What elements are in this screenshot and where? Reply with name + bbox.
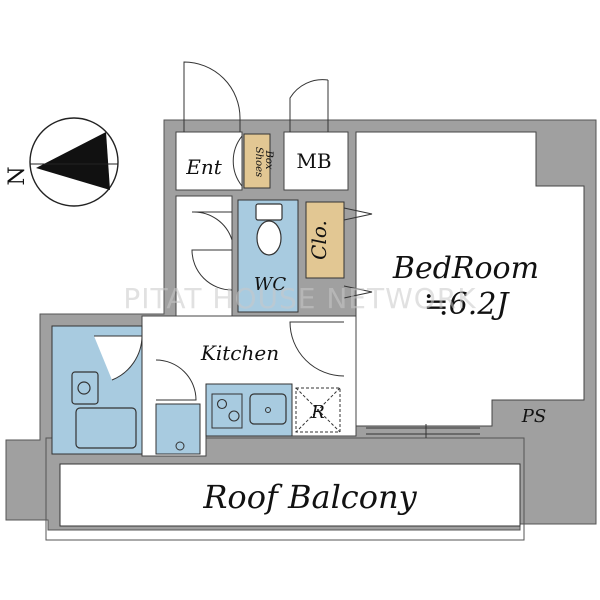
room-labels: Ent Shoes Box MB WC Clo. BedRoom ≒6.2J K…: [185, 147, 546, 516]
doors: [155, 61, 373, 401]
mb-label: MB: [296, 149, 331, 173]
balcony-label: Roof Balcony: [202, 478, 417, 516]
compass-arrow-icon: [36, 132, 110, 190]
watermark: PITAT HOUSE NETWORK: [123, 282, 476, 315]
shoes-box: [243, 133, 271, 189]
kitchen-counter: [205, 383, 293, 437]
washer-space: [155, 403, 201, 455]
closet-label: Clo.: [307, 220, 331, 260]
refrigerator-space: [295, 387, 341, 433]
bedroom-name-label: BedRoom: [392, 251, 539, 286]
refrigerator-label: R: [310, 402, 325, 423]
ps-label: PS: [521, 406, 546, 427]
wc-room: [237, 199, 299, 313]
interior-floor: [141, 131, 585, 457]
wc-label: WC: [254, 274, 287, 295]
bathroom: [51, 325, 143, 455]
roof-balcony: [59, 463, 521, 527]
kitchen-label: Kitchen: [200, 341, 279, 365]
compass: N: [5, 117, 119, 207]
closet: [305, 201, 345, 279]
shoes-box-label-line2: Box: [263, 149, 274, 169]
window: [366, 424, 480, 438]
entrance-label: Ent: [185, 155, 222, 179]
bedroom-size-label: ≒6.2J: [424, 287, 511, 322]
shoes-box-label-line1: Shoes: [253, 147, 264, 177]
compass-north-label: N: [5, 166, 30, 185]
